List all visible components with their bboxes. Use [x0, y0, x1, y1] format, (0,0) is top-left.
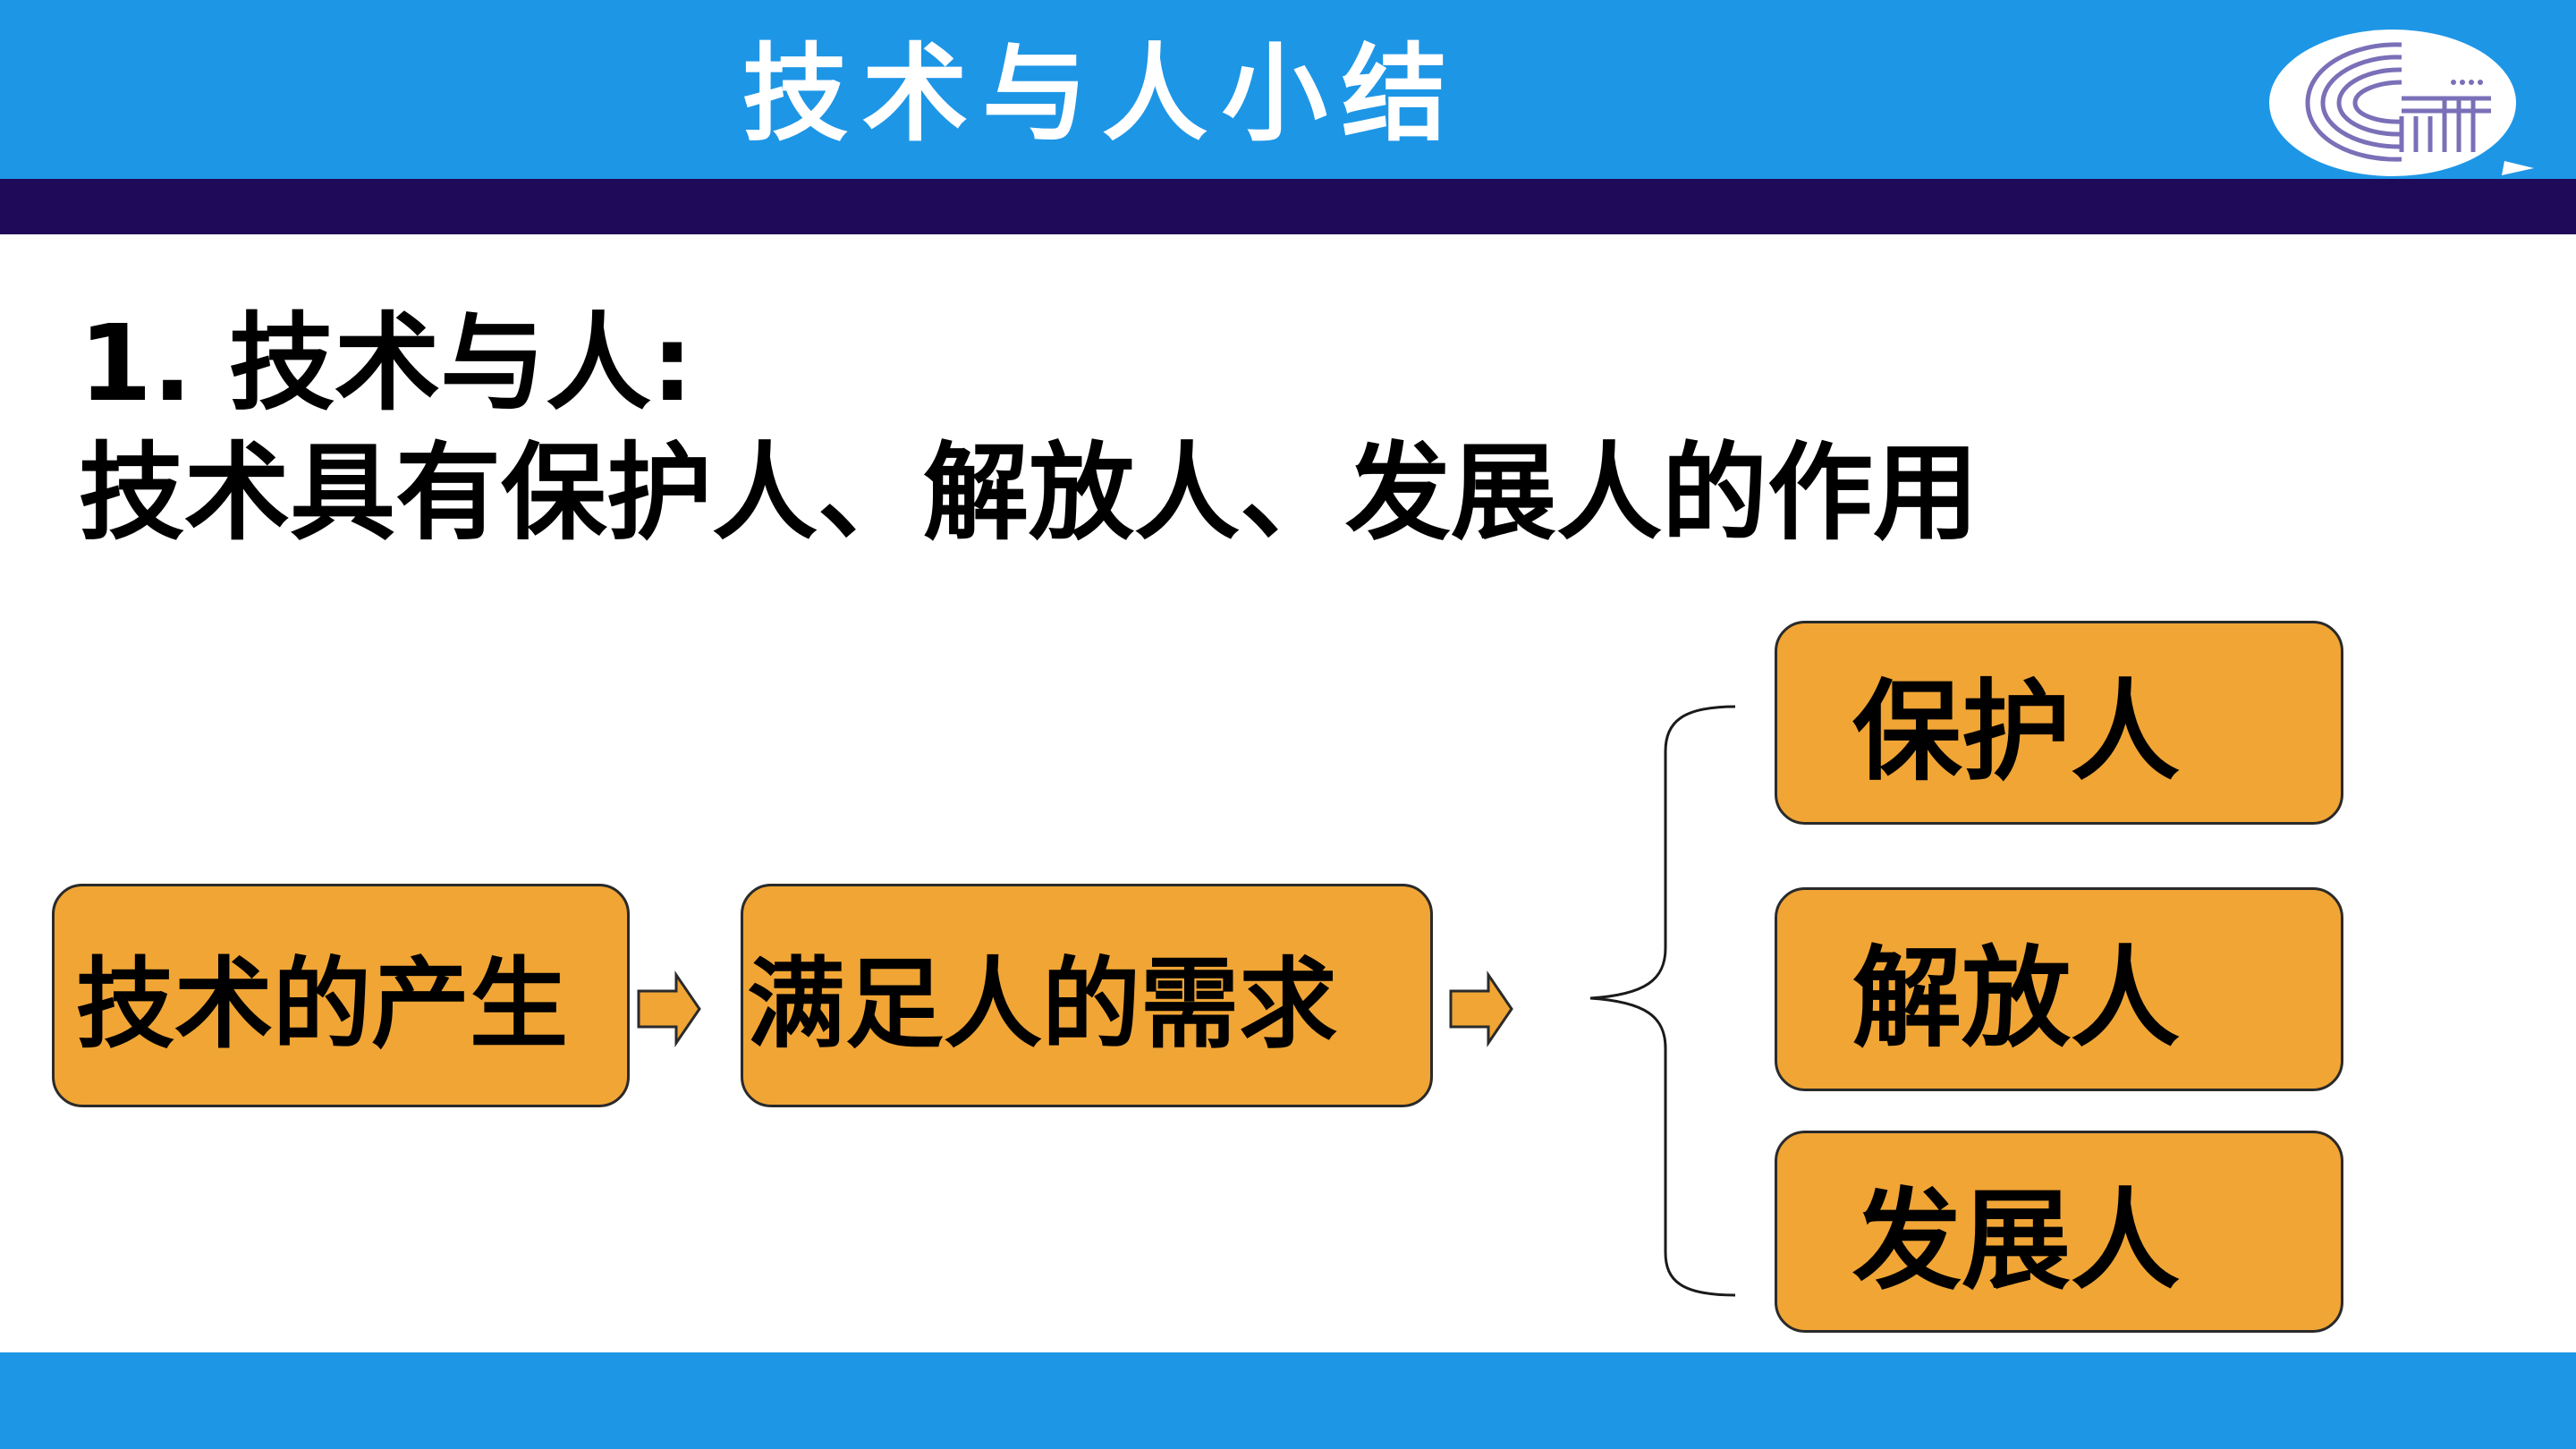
box-protect: 保护人 [1775, 621, 2343, 825]
box-develop: 发展人 [1775, 1131, 2343, 1333]
heading-line-2: 技术具有保护人、解放人、发展人的作用 [79, 431, 1979, 555]
box-protect-label: 保护人 [1852, 668, 2180, 796]
box-origin-label: 技术的产生 [76, 947, 568, 1062]
box-need: 满足人的需求 [741, 884, 1433, 1107]
box-develop-label: 发展人 [1852, 1177, 2180, 1305]
arrow-right-icon [1449, 970, 1513, 1047]
brace-icon [1589, 705, 1736, 1297]
box-need-label: 满足人的需求 [747, 947, 1337, 1062]
header-band [0, 179, 2576, 234]
box-origin: 技术的产生 [52, 884, 630, 1107]
heading-line-1: 1. 技术与人: [79, 301, 694, 425]
box-liberate: 解放人 [1775, 887, 2343, 1091]
logo-icon [2269, 30, 2534, 176]
arrow-right-icon [637, 970, 701, 1047]
header-bar [0, 0, 2576, 179]
box-liberate-label: 解放人 [1852, 935, 2180, 1063]
slide-title: 技术与人小结 [742, 31, 1462, 156]
footer-bar [0, 1352, 2576, 1449]
